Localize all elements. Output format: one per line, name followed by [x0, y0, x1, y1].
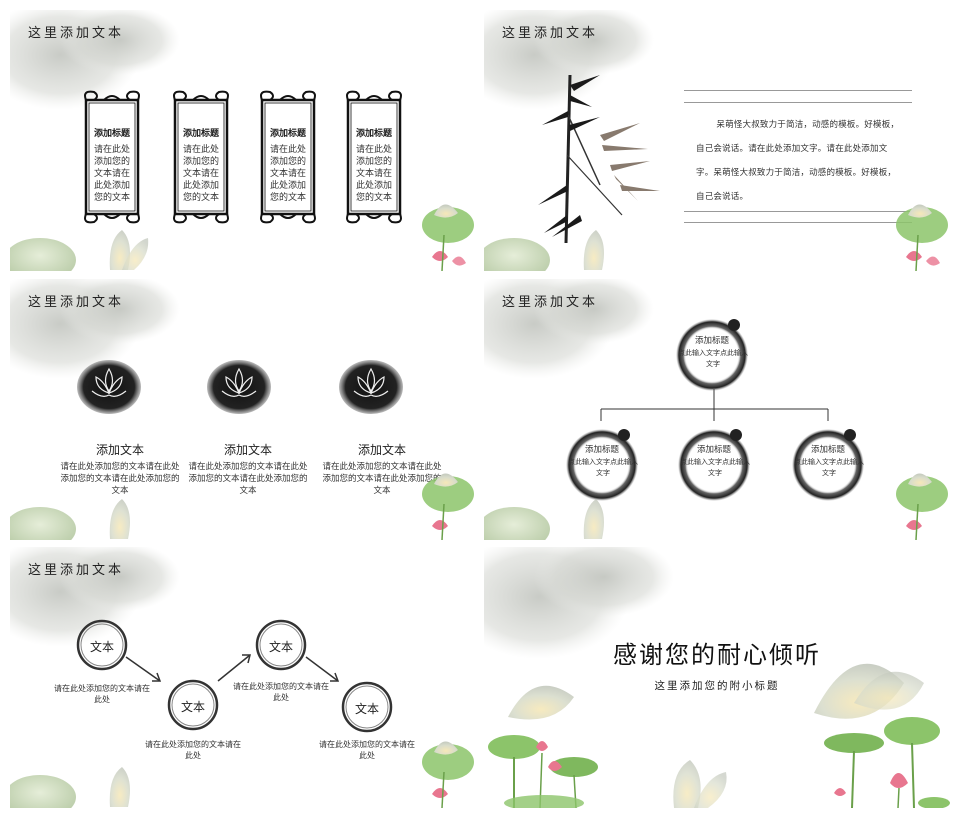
thanks-subtitle: 这里添加您的附小标题	[654, 680, 780, 692]
ink-wash-cloud	[10, 279, 180, 379]
column-heading: 添加文本	[223, 443, 272, 457]
column-body: 请在此处添加您的文本请在此处添加您的文本请在此处添加您的文本	[60, 462, 180, 496]
ink-lotus-blot-icon	[207, 360, 271, 414]
divider-rule	[684, 102, 912, 103]
slide-title: 这里添加文本	[28, 26, 125, 41]
bamboo-icon	[538, 74, 660, 244]
lotus-flower-icon	[896, 473, 948, 540]
brush-ring-icon	[566, 429, 638, 501]
step-circles-and-arrows	[76, 619, 393, 733]
lotus-bud-icon	[673, 760, 727, 808]
step-label: 文本	[180, 700, 205, 714]
node-heading: 添加标题	[810, 445, 845, 455]
lotus-leaf-icon	[10, 230, 149, 271]
node-body: 点此输入文字点此输入文字	[568, 458, 638, 477]
slide-1[interactable]: 这里添加文本 添加标题 请在此处添加您的文本请在此处添加您的文本 添加标题 请在…	[10, 10, 476, 271]
step-text: 请在此处添加您的文本请在此处	[54, 684, 150, 704]
ink-wash-cloud	[484, 547, 674, 659]
lotus-flower-icon	[422, 741, 474, 808]
node-body: 点此输入文字点此输入文字	[794, 458, 864, 477]
ornate-frame-icon	[84, 90, 140, 224]
card-heading: 添加标题	[269, 129, 306, 139]
ornate-frame-icon	[260, 90, 316, 224]
card-body: 请在此处添加您的文本请在此处添加您的文本	[93, 145, 130, 203]
ornate-frame-card[interactable]: 添加标题 请在此处添加您的文本请在此处添加您的文本	[344, 90, 404, 224]
ornate-frame-card[interactable]: 添加标题 请在此处添加您的文本请在此处添加您的文本	[171, 90, 231, 224]
divider-rule	[684, 211, 912, 212]
divider-rule	[684, 90, 912, 91]
ornate-frame-card[interactable]: 添加标题 请在此处添加您的文本请在此处添加您的文本	[82, 90, 142, 224]
slide-2[interactable]: 这里添加文本 呆萌怪大叔致力于简洁，动感的模板。好模板，自己会说话。请在此处添加…	[484, 10, 950, 271]
column-heading: 添加文本	[95, 443, 144, 457]
hierarchy-connectors	[600, 389, 829, 421]
divider-rule	[684, 222, 912, 223]
ink-lotus-blot-icon	[77, 360, 141, 414]
column-body: 请在此处添加您的文本请在此处添加您的文本请在此处添加您的文本	[322, 462, 442, 496]
step-label: 文本	[268, 640, 293, 654]
step-text: 请在此处添加您的文本请在此处	[233, 682, 329, 702]
slide-title: 这里添加文本	[28, 563, 125, 578]
lotus-leaf-icon	[484, 230, 604, 271]
node-heading: 添加标题	[696, 445, 731, 455]
lotus-leaf-icon	[10, 499, 130, 540]
slide-title: 这里添加文本	[502, 26, 599, 41]
ornate-frame-icon	[346, 90, 402, 224]
brush-ring-icon	[678, 429, 750, 501]
slide-5[interactable]: 这里添加文本 文本 文本 文本 文本 请在此处添加您的文本请在此处 请在此处添加…	[10, 547, 476, 808]
lotus-leaf-icon	[10, 767, 130, 808]
paragraph-text: 呆萌怪大叔致力于简洁，动感的模板。好模板，自己会说话。请在此处添加文字。请在此处…	[696, 120, 900, 202]
lotus-flower-icon	[896, 204, 948, 271]
column-body: 请在此处添加您的文本请在此处添加您的文本请在此处添加您的文本	[188, 462, 308, 496]
card-heading: 添加标题	[355, 129, 392, 139]
slide-title: 这里添加文本	[502, 295, 599, 310]
thanks-headline: 感谢您的耐心倾听	[613, 641, 821, 669]
column-heading: 添加文本	[357, 443, 406, 457]
lotus-flower-icon	[422, 473, 474, 540]
step-text: 请在此处添加您的文本请在此处	[319, 740, 415, 760]
card-body: 请在此处添加您的文本请在此处添加您的文本	[355, 145, 392, 203]
slide-6[interactable]: 感谢您的耐心倾听 这里添加您的附小标题	[484, 547, 950, 808]
step-label: 文本	[89, 640, 114, 654]
card-body: 请在此处添加您的文本请在此处添加您的文本	[182, 145, 219, 203]
node-body: 点此输入文字点此输入文字	[678, 349, 748, 368]
node-heading: 添加标题	[694, 336, 729, 346]
node-heading: 添加标题	[584, 445, 619, 455]
step-label: 文本	[354, 702, 379, 716]
card-body: 请在此处添加您的文本请在此处添加您的文本	[269, 145, 306, 203]
ink-wash-cloud	[484, 279, 654, 379]
ornate-frame-icon	[173, 90, 229, 224]
brush-ring-icon	[792, 429, 864, 501]
lotus-cluster-left-icon	[488, 685, 598, 808]
ink-wash-cloud	[10, 10, 180, 110]
slide-4[interactable]: 这里添加文本 添加标题 点此输入文字点此输入文字 添加标题 点此输入文字点此输入…	[484, 279, 950, 540]
card-heading: 添加标题	[182, 129, 219, 139]
step-text: 请在此处添加您的文本请在此处	[145, 740, 241, 760]
node-body: 点此输入文字点此输入文字	[680, 458, 750, 477]
ink-lotus-blot-icon	[339, 360, 403, 414]
lotus-cluster-right-icon	[814, 663, 950, 808]
lotus-leaf-icon	[484, 499, 604, 540]
slide-title: 这里添加文本	[28, 295, 125, 310]
card-heading: 添加标题	[93, 129, 130, 139]
ornate-frame-card[interactable]: 添加标题 请在此处添加您的文本请在此处添加您的文本	[258, 90, 318, 224]
brush-ring-icon	[676, 319, 748, 391]
lotus-flower-icon	[422, 204, 474, 271]
slide-3[interactable]: 这里添加文本 添加文本 请在此处添加您的文本请在此处添加您的文本请在此处添加您的…	[10, 279, 476, 540]
